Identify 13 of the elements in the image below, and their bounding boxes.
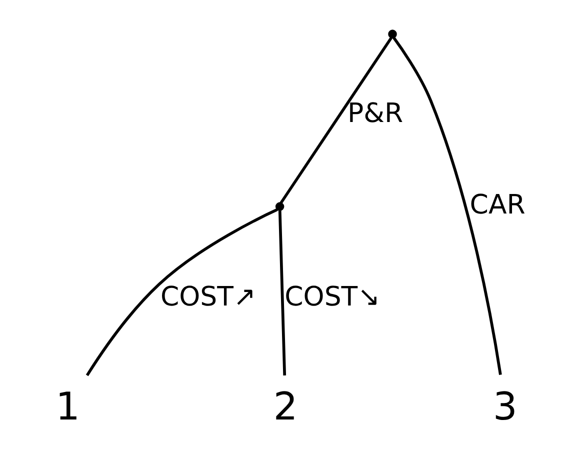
- node-text: 2: [273, 385, 298, 430]
- connector: [392, 36, 502, 374]
- node-point: [388, 29, 397, 38]
- connector: [280, 36, 392, 204]
- connector: [86, 208, 278, 376]
- node-point: [275, 202, 284, 210]
- edge-label: CAR: [470, 189, 526, 220]
- node-text: 1: [56, 385, 80, 430]
- edge-label: P&R: [348, 97, 404, 128]
- edge-label: COST↘: [284, 280, 380, 312]
- connector: [278, 210, 286, 375]
- edge-label: COST↗: [160, 280, 256, 312]
- node-text: 3: [493, 385, 518, 430]
